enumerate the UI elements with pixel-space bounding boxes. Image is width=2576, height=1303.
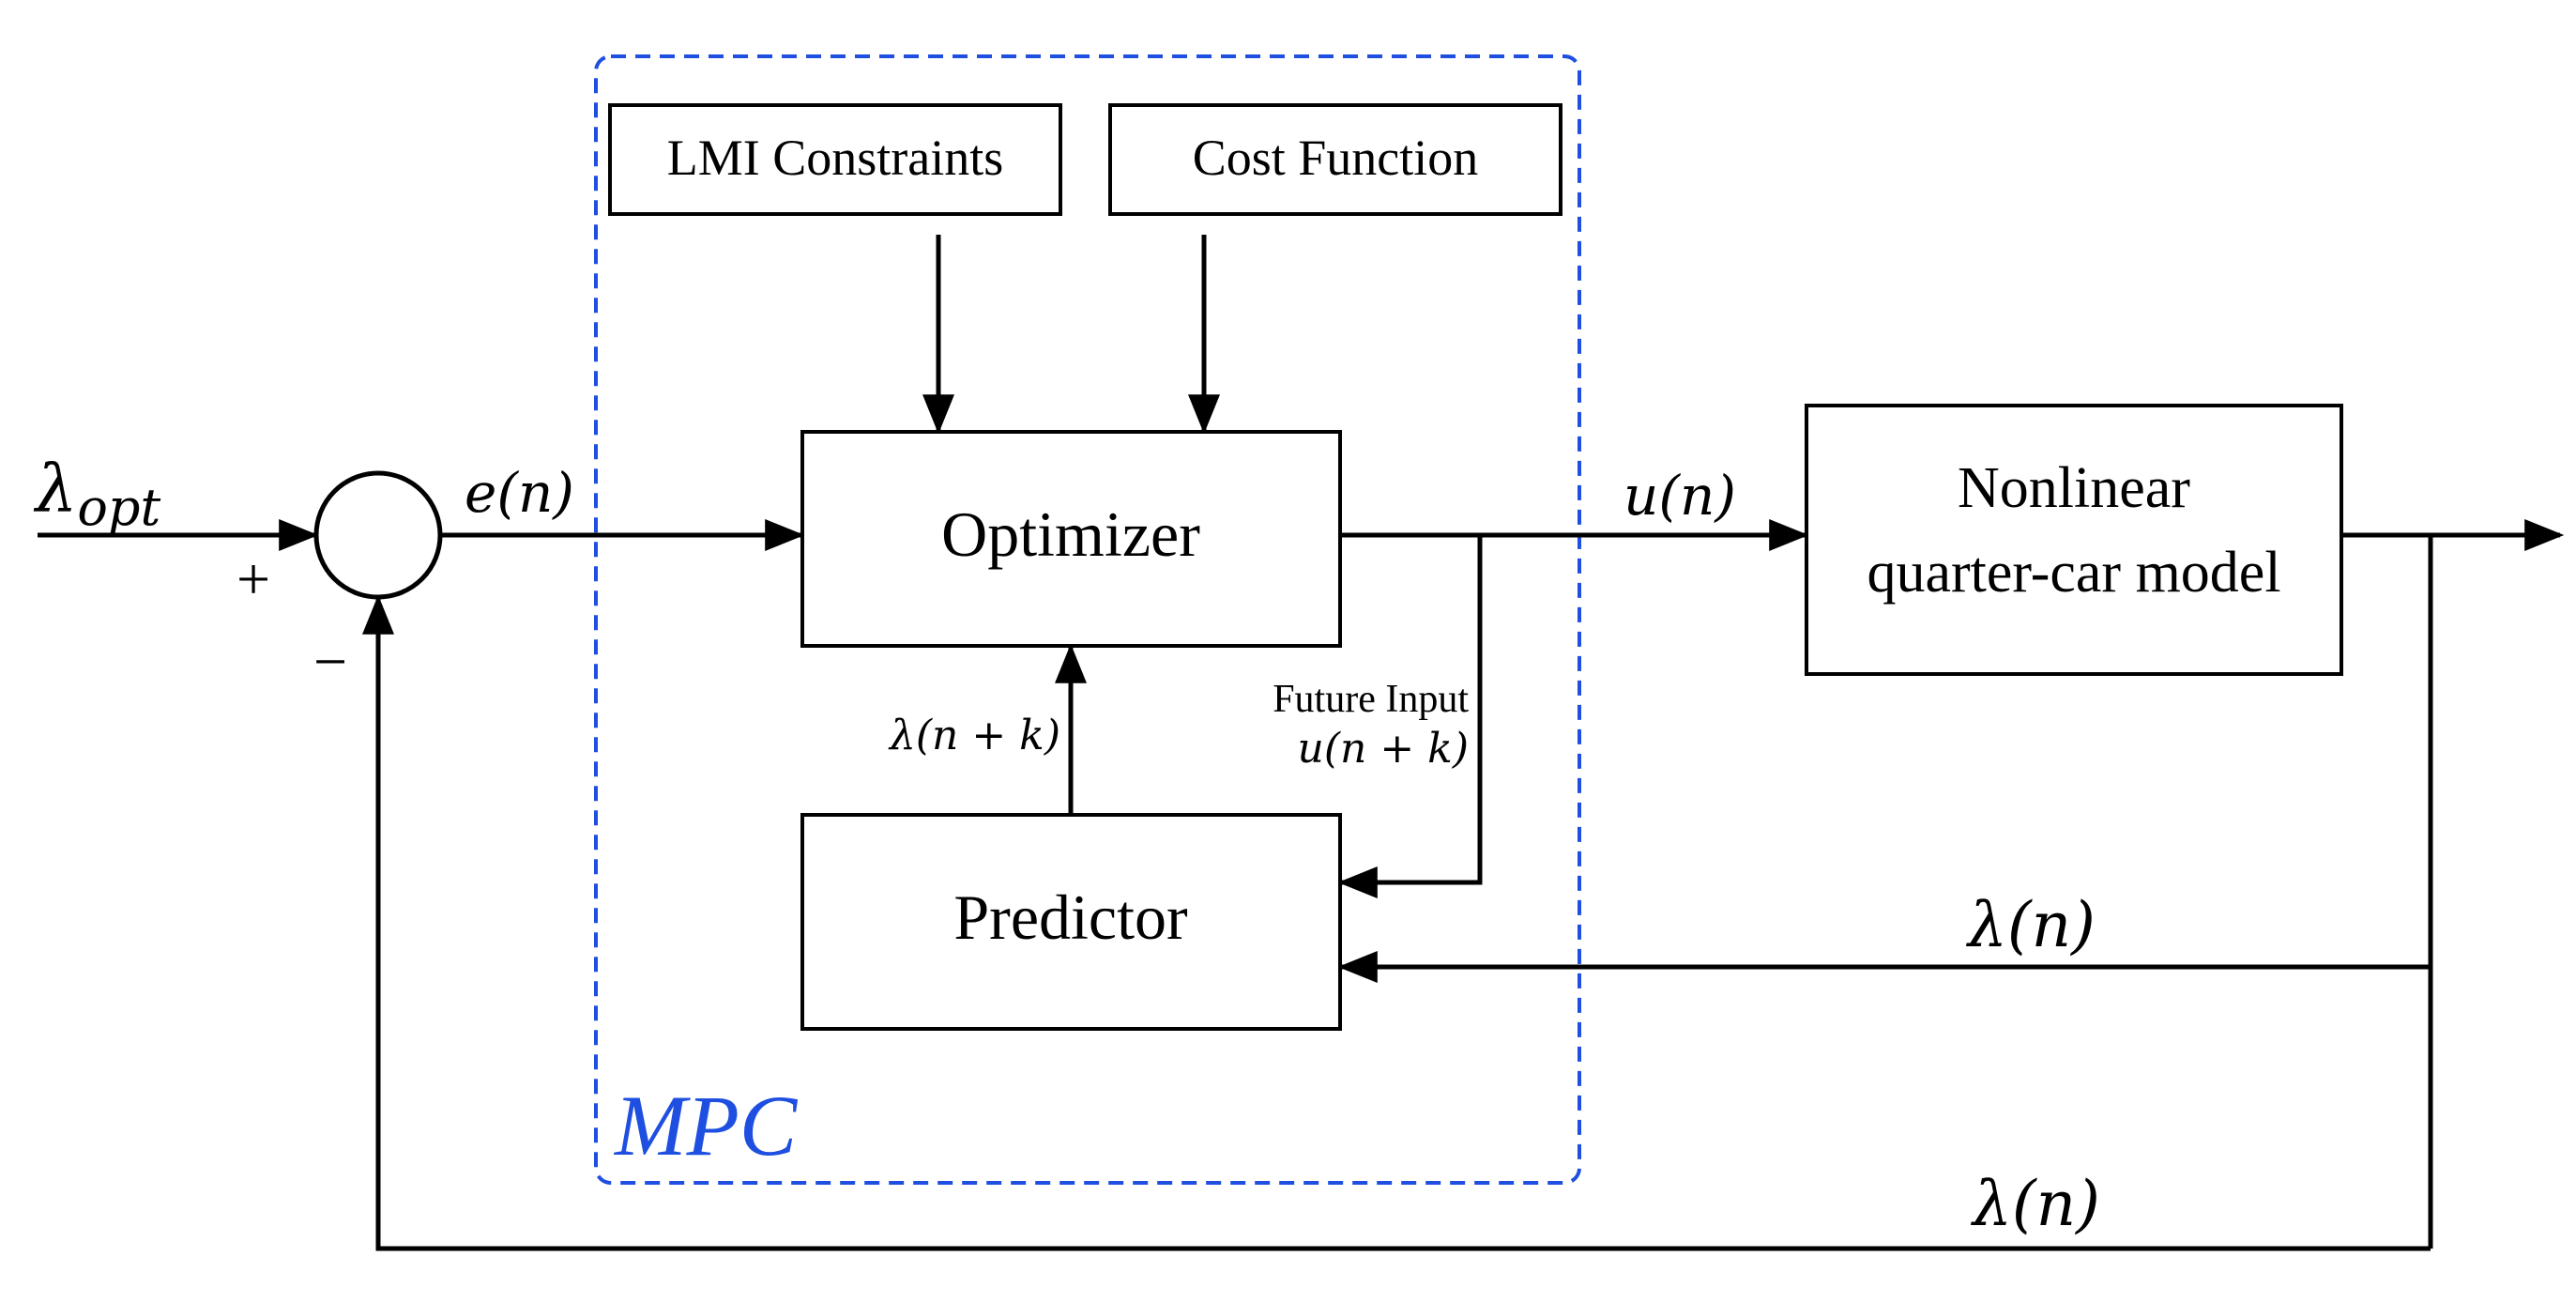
cost-function-block: Cost Function [1108,103,1562,216]
cost-function-label: Cost Function [1193,130,1479,186]
main-feedback-arrow [362,594,2431,1251]
lmi-constraints-block: LMI Constraints [608,103,1062,216]
plant-block: Nonlinear quarter-car model [1805,404,2343,676]
control-label: u(n) [1623,464,1736,528]
plant-label-line2: quarter-car model [1867,541,2280,605]
summing-minus-sign: − [313,628,347,695]
future-input-caption: Future Input [1273,678,1469,721]
future-input-label: u(n + k) [1297,725,1469,773]
summing-plus-sign: + [236,545,270,612]
lmi-constraints-label: LMI Constraints [667,130,1004,186]
main-feedback-label: λ(n) [1970,1168,2100,1240]
reference-subscript: opt [77,478,160,537]
error-label: e(n) [465,461,574,525]
optimizer-label: Optimizer [941,498,1200,570]
predictor-feedback-label: λ(n) [1965,889,2096,961]
mpc-group-label: MPC [613,1078,799,1173]
future-input-arrow [1337,535,1483,898]
optimizer-block: Optimizer [800,430,1342,648]
mpc-group-border [594,54,1581,1185]
plant-label-line1: Nonlinear [1958,456,2190,520]
reference-symbol: λ [33,451,77,528]
summing-junction [313,470,443,600]
predictor-label: Predictor [953,881,1188,953]
reference-label: λopt [33,451,160,537]
predicted-output-label: λ(n + k) [888,712,1060,759]
predictor-block: Predictor [800,813,1342,1031]
